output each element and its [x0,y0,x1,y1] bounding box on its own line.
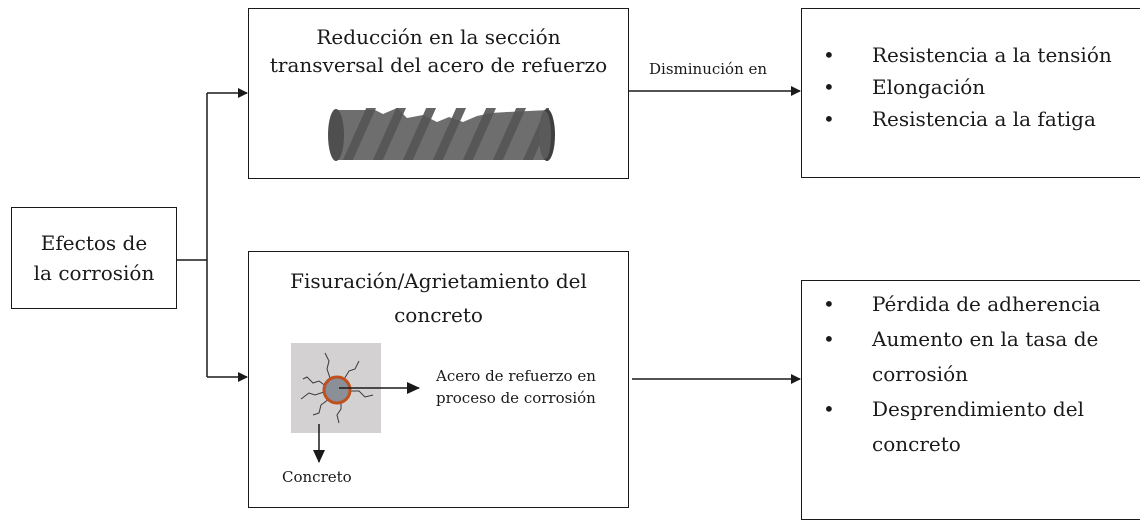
bullet-icon: • [823,43,835,67]
bullet-icon: • [823,107,835,131]
list-item: • Pérdida de adherencia [823,287,1140,322]
corroded-rebar-illustration [328,108,555,161]
acero-label-line1: Acero de refuerzo en [436,367,596,385]
list-item-text: Elongación [872,75,986,99]
cracking-title-line2: concreto [394,303,483,327]
callout-arrows [313,382,420,463]
bullet-icon: • [823,292,835,316]
connector-trunk [177,93,208,377]
reduction-box: Reducción en la sección transversal del … [248,8,629,179]
list-item-text: Resistencia a la fatiga [872,107,1096,131]
bullet-icon: • [823,397,835,421]
effects-title-line2: la corrosión [33,261,155,285]
list-item: • Aumento en la tasa de corrosión [823,322,1140,392]
acero-label: Acero de refuerzo en proceso de corrosió… [436,365,596,409]
effects-title-line1: Efectos de [40,231,148,255]
effects-box: Efectos de la corrosión [11,207,177,309]
list-item-text: Resistencia a la tensión [872,43,1112,67]
properties-list-bottom: • Pérdida de adherencia • Aumento en la ta… [823,287,1140,462]
reduction-title-line2: transversal del acero de refuerzo [269,53,608,77]
properties-box-top: • Resistencia a la tensión • Elongación • R… [801,8,1140,178]
bullet-icon: • [823,75,835,99]
list-item-text: Desprendimiento del [872,397,1084,421]
arrow-label-disminucion: Disminución en [649,60,768,78]
concreto-label: Concreto [282,468,352,486]
list-item-text: concreto [872,432,961,456]
reduction-title: Reducción en la sección transversal del … [249,23,628,79]
list-item: • Elongación [823,71,1112,103]
bullet-icon: • [823,327,835,351]
list-item-text: corrosión [872,362,968,386]
cracking-title-line1: Fisuración/Agrietamiento del [290,269,587,293]
properties-list-top: • Resistencia a la tensión • Elongación • R… [823,39,1112,135]
list-item: • Resistencia a la fatiga [823,103,1112,135]
cracking-title: Fisuración/Agrietamiento del concreto [249,264,628,332]
reduction-title-line1: Reducción en la sección [316,25,561,49]
connector-lines [177,86,801,384]
list-item-text: Pérdida de adherencia [872,292,1101,316]
acero-label-line2: proceso de corrosión [436,389,596,407]
list-item-text: Aumento en la tasa de [872,327,1099,351]
cracking-box: Fisuración/Agrietamiento del concreto [248,251,629,508]
properties-box-bottom: • Pérdida de adherencia • Aumento en la ta… [801,280,1140,520]
list-item: • Resistencia a la tensión [823,39,1112,71]
list-item: • Desprendimiento del concreto [823,392,1140,462]
